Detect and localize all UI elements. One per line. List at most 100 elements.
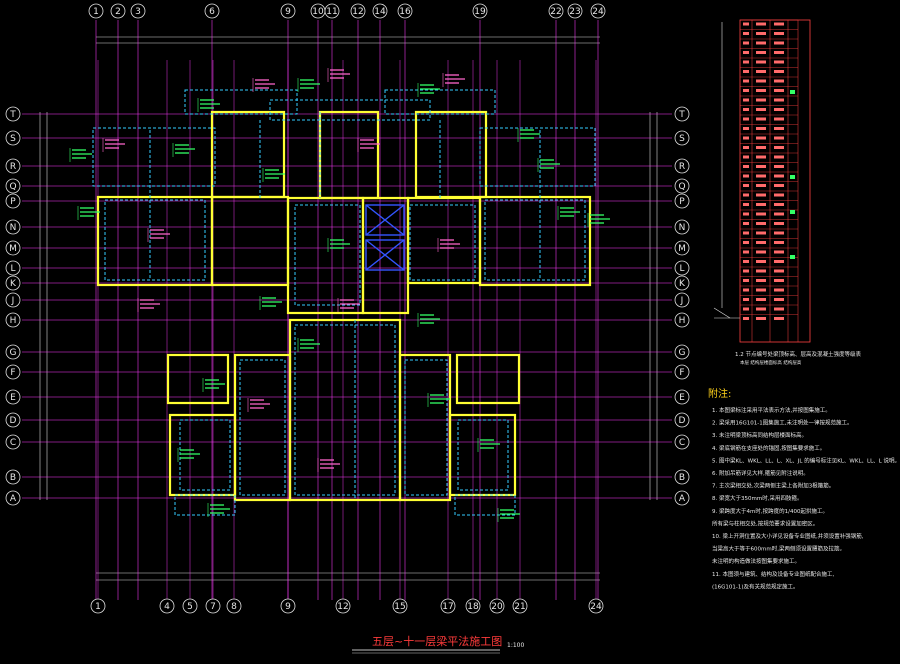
axis-bubble-left-S: S <box>5 130 21 146</box>
axis-bubble-left-C: C <box>5 434 21 450</box>
axis-bubble-top-14: 14 <box>372 3 388 19</box>
axis-bubble-right-F: F <box>674 364 690 380</box>
svg-text:S: S <box>679 134 685 144</box>
note-line-2: 3. 未注明梁顶标高同结构层楼面标高。 <box>712 431 807 439</box>
svg-text:6: 6 <box>209 7 215 17</box>
annotation-tag <box>69 148 92 162</box>
svg-text:R: R <box>10 162 16 172</box>
annotation-tag <box>587 213 610 227</box>
axis-bubble-left-D: D <box>5 412 21 428</box>
axis-bubble-left-B: B <box>5 469 21 485</box>
axis-bubble-top-10: 10 <box>310 3 326 19</box>
axis-bubble-left-J: J <box>5 292 21 308</box>
axis-bubble-bottom-24: 24 <box>588 598 604 614</box>
axis-bubble-left-F: F <box>5 364 21 380</box>
annotation-tag <box>137 298 160 312</box>
annotation-tag <box>297 78 320 92</box>
annotation-tag <box>327 238 350 252</box>
axis-bubble-left-Q: Q <box>5 178 21 194</box>
axis-bubble-right-N: N <box>674 219 690 235</box>
legend-caption: 1.2 节点编号处梁顶标高、层高及混凝土强度等级表 <box>735 350 861 358</box>
svg-text:1: 1 <box>95 602 101 612</box>
vertical-grid-lines <box>95 20 599 600</box>
svg-text:T: T <box>9 110 16 120</box>
svg-text:M: M <box>678 244 686 254</box>
annotation-tag <box>337 298 360 312</box>
svg-text:23: 23 <box>569 7 580 17</box>
drawing-title: 五层~十一层梁平法施工图 <box>372 634 502 648</box>
annotation-tag <box>247 398 270 412</box>
svg-text:18: 18 <box>467 602 479 612</box>
axis-bubble-left-A: A <box>5 490 21 506</box>
axis-bubble-left-G: G <box>5 344 21 360</box>
axis-bubble-top-9: 9 <box>280 3 296 19</box>
axis-bubble-right-J: J <box>674 292 690 308</box>
svg-text:N: N <box>10 223 17 233</box>
svg-text:20: 20 <box>491 602 503 612</box>
svg-text:9: 9 <box>285 602 291 612</box>
axis-bubble-right-D: D <box>674 412 690 428</box>
svg-text:15: 15 <box>394 602 405 612</box>
axis-bubble-right-P: P <box>674 193 690 209</box>
svg-text:L: L <box>10 264 15 274</box>
axis-bubble-bottom-12: 12 <box>335 598 351 614</box>
svg-text:Q: Q <box>678 182 685 192</box>
floor-elevation-table <box>713 19 811 343</box>
axis-bubble-top-19: 19 <box>472 3 488 19</box>
annotation-tag <box>477 438 500 452</box>
axis-bubble-right-M: M <box>674 240 690 256</box>
axis-bubble-right-T: T <box>674 106 690 122</box>
annotation-tag <box>427 393 450 407</box>
axis-bubble-top-1: 1 <box>88 3 104 19</box>
svg-text:3: 3 <box>135 7 141 17</box>
axis-bubble-bottom-9: 9 <box>280 598 296 614</box>
annotation-tag <box>437 238 460 252</box>
svg-text:21: 21 <box>514 602 525 612</box>
legend-subcaption: 本层 结构层楼面标高 结构层高 <box>740 359 802 366</box>
horizontal-grid-lines <box>22 113 672 499</box>
annotation-tag <box>207 503 230 517</box>
svg-text:Q: Q <box>9 182 16 192</box>
svg-text:M: M <box>9 244 17 254</box>
annotation-tag <box>317 458 340 472</box>
svg-text:17: 17 <box>442 602 453 612</box>
axis-bubble-right-R: R <box>674 158 690 174</box>
axis-bubble-bottom-8: 8 <box>226 598 242 614</box>
axis-bubble-bottom-21: 21 <box>512 598 528 614</box>
svg-text:E: E <box>10 393 16 403</box>
svg-text:E: E <box>679 393 685 403</box>
svg-text:19: 19 <box>474 7 486 17</box>
axis-bubble-right-K: K <box>674 275 690 291</box>
note-line-0: 1. 本图梁标注采用平法表示方法,并按图集施工。 <box>712 406 831 414</box>
svg-text:S: S <box>10 134 16 144</box>
svg-text:H: H <box>10 316 17 326</box>
svg-text:G: G <box>679 348 686 358</box>
svg-text:9: 9 <box>285 7 291 17</box>
annotation-tag <box>102 138 125 152</box>
axis-bubble-top-12: 12 <box>350 3 366 19</box>
axis-bubble-left-M: M <box>5 240 21 256</box>
svg-text:22: 22 <box>550 7 561 17</box>
dimension-lines <box>39 36 658 581</box>
svg-text:2: 2 <box>115 7 121 17</box>
svg-text:C: C <box>679 438 685 448</box>
note-line-6: 7. 主次梁相交处,次梁两侧主梁上各附加3根箍筋。 <box>712 482 834 490</box>
svg-text:A: A <box>10 494 17 504</box>
axis-bubble-left-P: P <box>5 193 21 209</box>
svg-text:7: 7 <box>210 602 216 612</box>
axis-bubble-bottom-4: 4 <box>159 598 175 614</box>
svg-text:D: D <box>679 416 686 426</box>
axis-bubble-top-16: 16 <box>397 3 413 19</box>
svg-text:N: N <box>679 223 686 233</box>
svg-text:H: H <box>679 316 686 326</box>
svg-text:10: 10 <box>312 7 324 17</box>
axis-bubble-right-A: A <box>674 490 690 506</box>
svg-text:G: G <box>10 348 17 358</box>
notes-heading: 附注: <box>708 387 731 400</box>
axis-bubble-left-R: R <box>5 158 21 174</box>
axis-bubble-right-S: S <box>674 130 690 146</box>
